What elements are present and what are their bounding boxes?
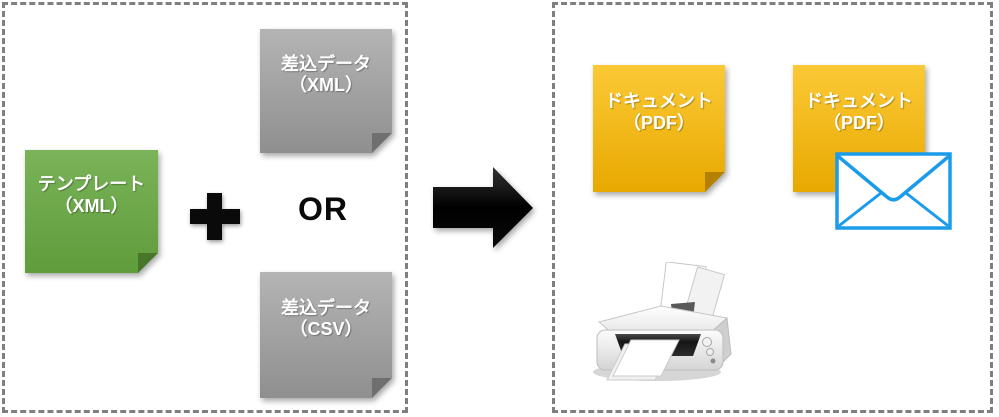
note-line1: 差込データ: [281, 53, 371, 74]
document-pdf-note-2-label: ドキュメント （PDF）: [805, 91, 913, 133]
printer-icon: [593, 262, 732, 381]
document-pdf-note-1-face: ドキュメント （PDF）: [593, 65, 725, 192]
note-line2: （XML）: [289, 75, 363, 95]
folded-corner: [138, 253, 158, 273]
envelope-body: [835, 152, 952, 230]
note-line1: ドキュメント: [605, 91, 713, 112]
output-paper-1: [612, 339, 680, 377]
merge-data-xml-note-label: 差込データ （XML）: [281, 54, 371, 96]
merge-data-csv-note: 差込データ （CSV）: [260, 272, 392, 398]
document-pdf-note-1-label: ドキュメント （PDF）: [605, 91, 713, 133]
note-line1: 差込データ: [281, 297, 371, 318]
merge-data-xml-note-face: 差込データ （XML）: [260, 29, 392, 153]
template-xml-note-face: テンプレート （XML）: [25, 150, 158, 273]
note-line1: テンプレート: [37, 174, 146, 195]
or-label: OR: [298, 191, 348, 227]
folded-corner: [372, 133, 392, 153]
document-pdf-note-1: ドキュメント （PDF）: [593, 65, 725, 192]
note-line1: ドキュメント: [805, 91, 913, 112]
note-line2: （PDF）: [623, 112, 695, 133]
plus-icon: [190, 193, 240, 240]
printer-button-3: [710, 358, 716, 364]
printer-button-2: [706, 348, 714, 356]
folded-corner: [705, 172, 725, 192]
merge-data-csv-note-label: 差込データ （CSV）: [281, 298, 371, 340]
printer-button-1: [702, 337, 712, 347]
merge-data-xml-note: 差込データ （XML）: [260, 29, 392, 153]
folded-corner: [372, 378, 392, 398]
outputs-panel: ①PDF出力 ②メール送信（PDF添付） ③プリンタ出力: [552, 2, 993, 413]
arrow-right-icon: [433, 167, 533, 248]
inputs-panel: テンプレート （XML） OR 差込データ （XML） 差込データ （: [2, 2, 408, 413]
template-xml-note: テンプレート （XML）: [25, 150, 158, 273]
note-line2: （PDF）: [823, 112, 895, 133]
envelope-flap: [837, 155, 950, 202]
envelope-icon: [835, 152, 952, 230]
envelope-fold-right: [904, 191, 949, 227]
note-line2: （XML）: [54, 195, 129, 216]
template-xml-note-label: テンプレート （XML）: [38, 174, 145, 216]
merge-data-csv-note-face: 差込データ （CSV）: [260, 272, 392, 398]
note-line2: （CSV）: [289, 319, 363, 339]
envelope-fold-left: [838, 191, 883, 227]
